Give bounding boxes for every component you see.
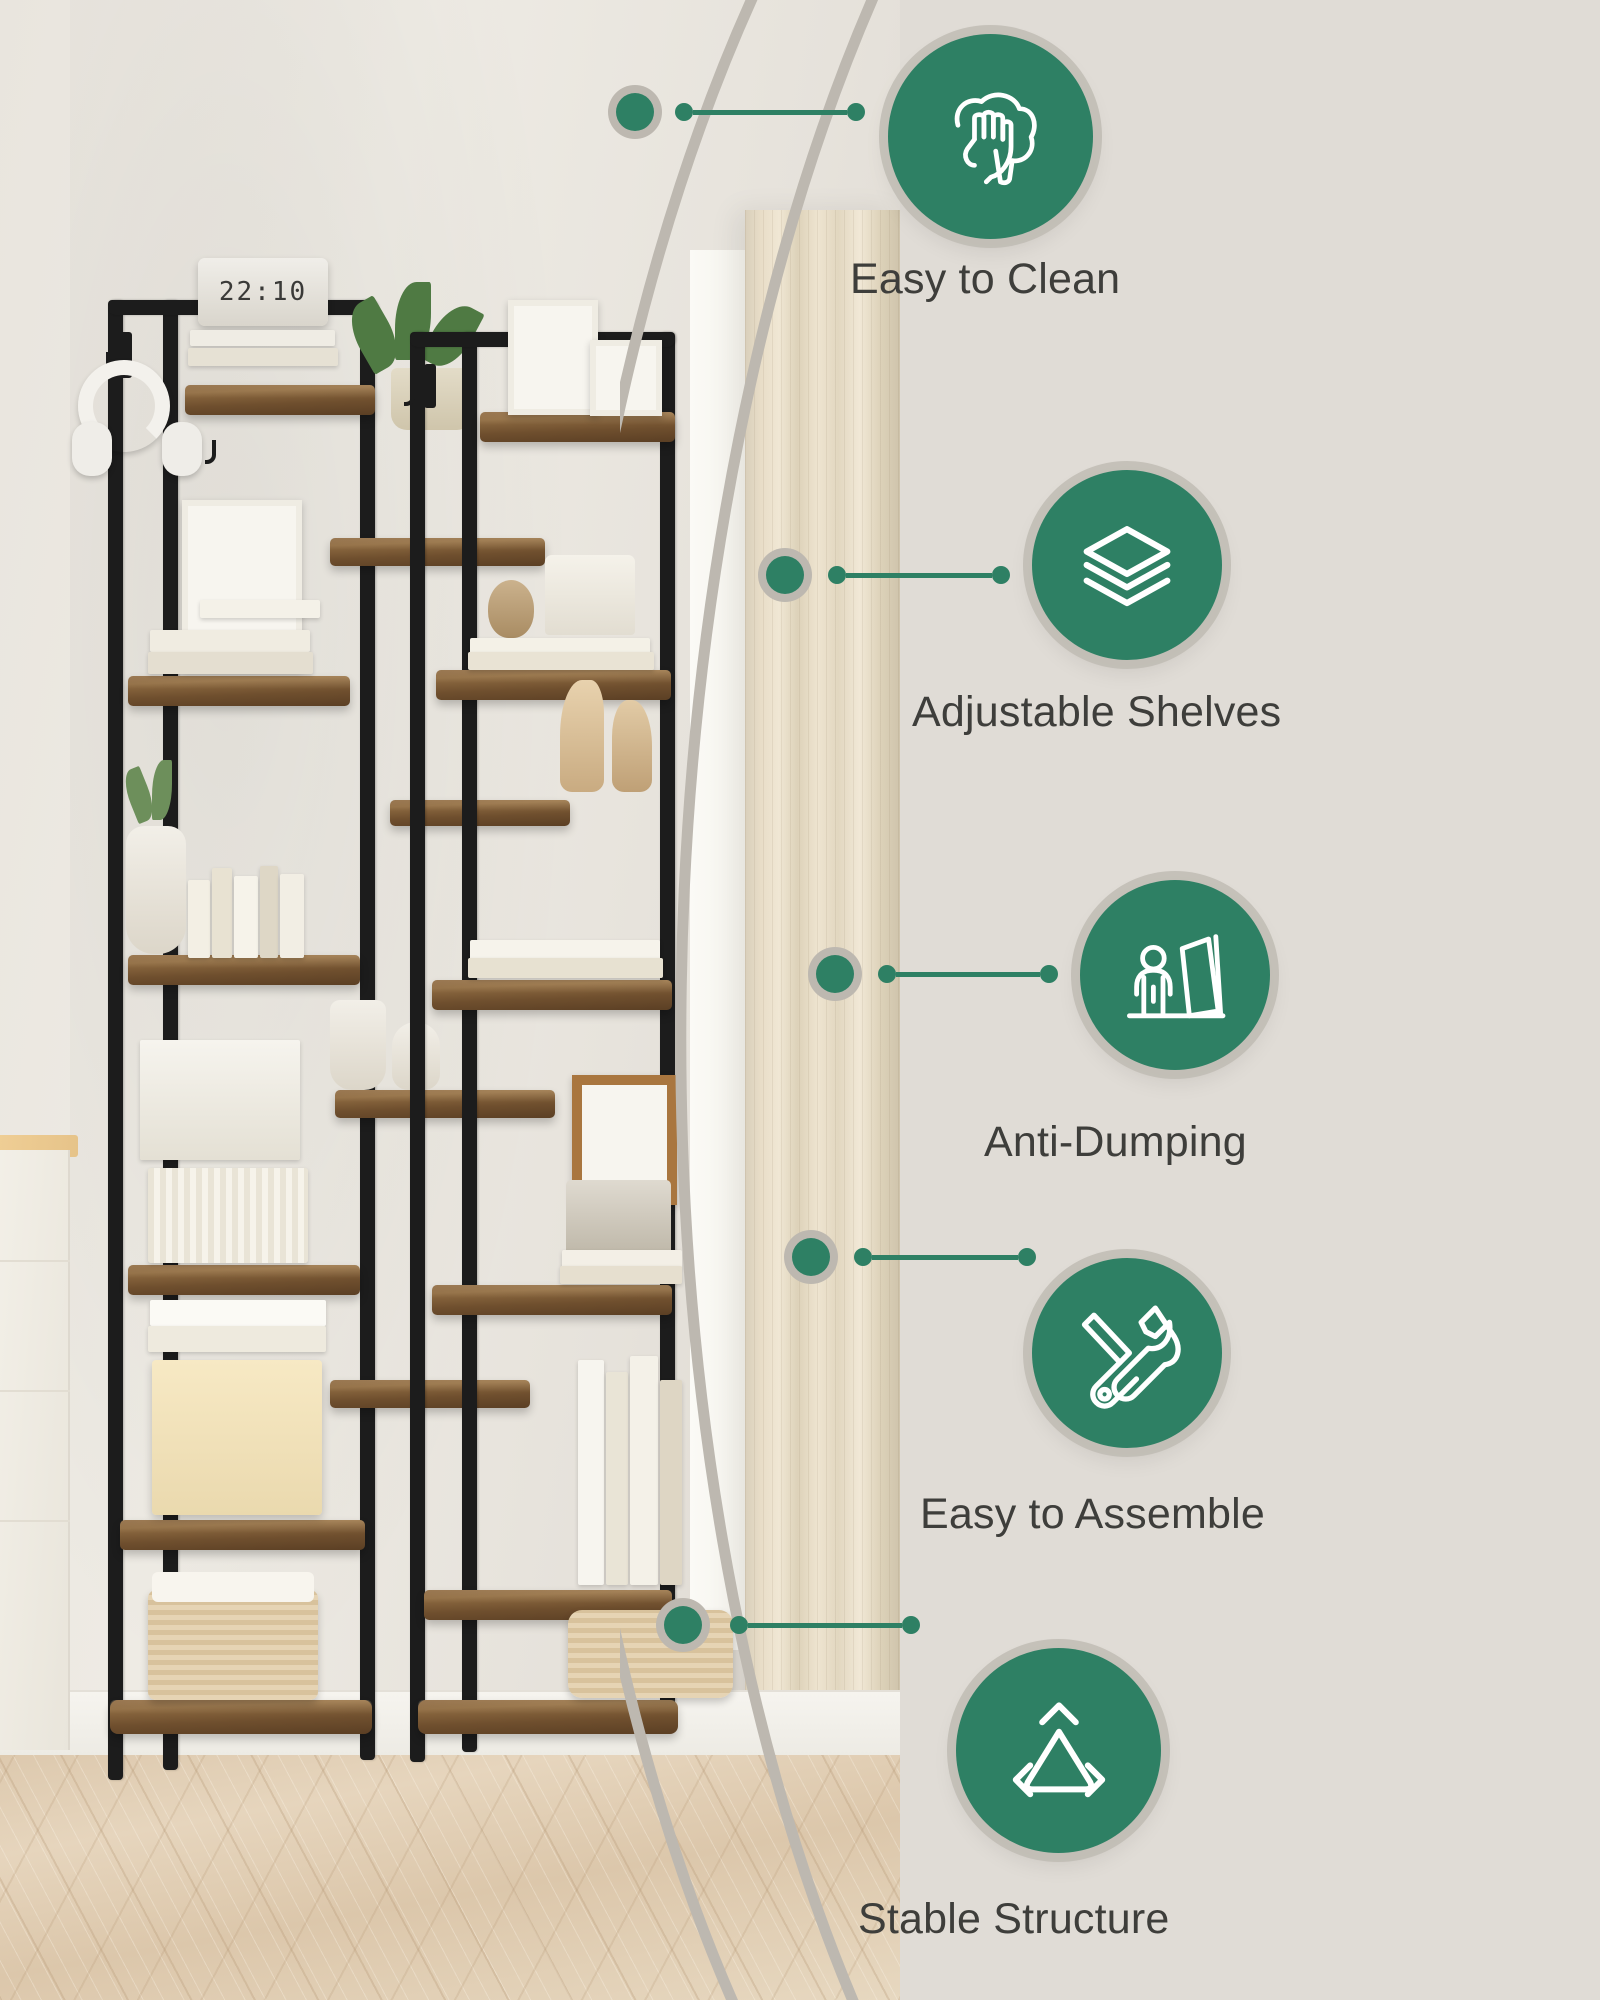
- arc-node-4: [792, 1238, 830, 1276]
- wrench-screwdriver-icon[interactable]: [1032, 1258, 1222, 1448]
- stacked-layers-icon[interactable]: [1032, 470, 1222, 660]
- connector-line-1: [675, 103, 865, 121]
- arc-node-3: [816, 955, 854, 993]
- arc-node-1: [616, 93, 654, 131]
- arc-node-2: [766, 556, 804, 594]
- side-cabinet: [0, 1150, 70, 1750]
- feature-label-easy-to-clean: Easy to Clean: [850, 255, 1121, 303]
- feature-label-adjustable-shelves: Adjustable Shelves: [912, 688, 1282, 736]
- pinecone: [488, 580, 534, 638]
- connector-line-3: [878, 965, 1058, 983]
- connector-line-4: [854, 1248, 1036, 1266]
- arc-node-5: [664, 1606, 702, 1644]
- digital-clock: 22:10: [198, 258, 328, 326]
- connector-line-2: [828, 566, 1010, 584]
- storage-box: [152, 1360, 322, 1515]
- person-tipping-shelf-icon[interactable]: [1080, 880, 1270, 1070]
- feature-label-easy-to-assemble: Easy to Assemble: [920, 1490, 1265, 1538]
- feature-label-stable-structure: Stable Structure: [858, 1895, 1170, 1943]
- connector-line-5: [730, 1616, 920, 1634]
- cleaning-cloth-hand-icon[interactable]: [888, 34, 1093, 239]
- picture-frame-2: [508, 300, 598, 415]
- triangle-brackets-icon[interactable]: [956, 1648, 1161, 1853]
- woven-basket: [148, 1590, 318, 1700]
- feature-panel: Easy to Clean Adjustable Shelves: [616, 0, 1600, 2000]
- feature-label-anti-dumping: Anti-Dumping: [984, 1118, 1247, 1166]
